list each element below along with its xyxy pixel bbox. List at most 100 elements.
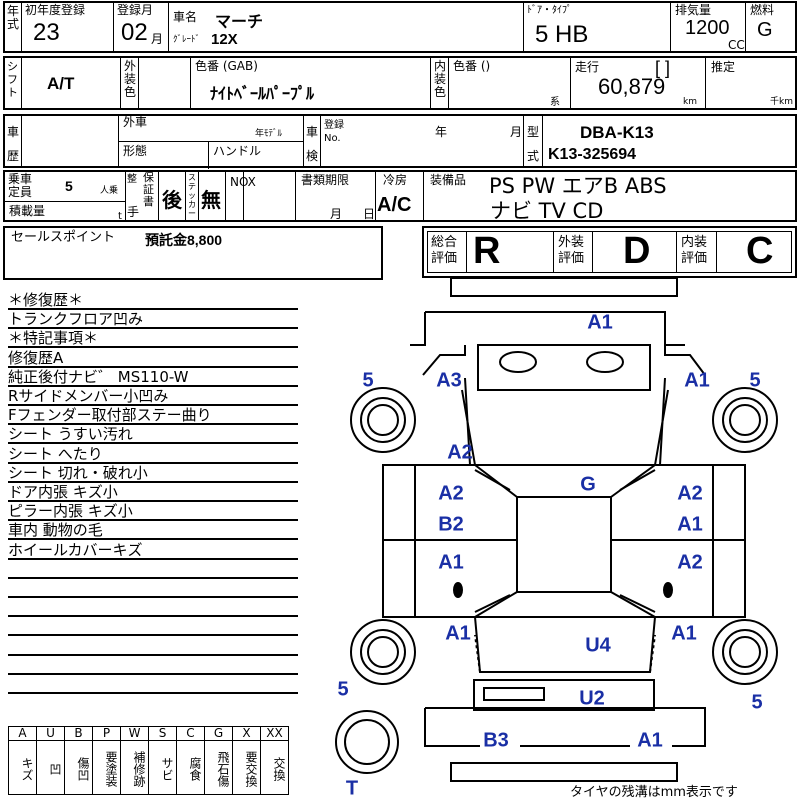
ac-value: A/C [377,194,412,216]
note-line: 車内 動物の毛 [8,521,298,541]
tire-front-left [350,387,416,453]
note-line [8,617,298,637]
exterior-rating: D [623,230,651,272]
import-label: 外車 [123,115,148,129]
row-color-mileage: シフト A/T 外装色 色番 (GAB) ﾅｲﾄﾍﾞｰﾙﾊﾟｰﾌﾟﾙ 内装色 色… [3,56,797,110]
damage-mark: 5 [362,369,374,392]
damage-mark: 5 [749,369,761,392]
displacement: 1200 [685,17,730,39]
chassis-number: K13-325694 [548,146,637,163]
damage-mark: A1 [677,513,703,536]
handle-label: ハンドル [213,144,262,158]
first-reg-value: 23 [33,19,60,46]
warranty-label-c: 手 [127,205,140,219]
note-line: シート うすい汚れ [8,425,298,445]
note-line [8,675,298,694]
docs-label: 書類期限 [301,173,350,187]
form-label: 形態 [123,144,148,158]
docs-day: 日 [363,207,376,221]
damage-mark: T [345,777,359,800]
ac-label: 冷房 [383,173,408,187]
car-name-label: 車名 [173,10,198,24]
int-code-label: 色番 () [453,59,491,73]
damage-mark: A2 [438,482,464,505]
model-year-label: 年ﾓﾃﾞﾙ [255,129,283,139]
equipment-label: 装備品 [430,173,467,187]
interior-rating-label: 内装評価 [681,235,708,266]
month-unit: 月 [510,125,523,139]
damage-mark: B3 [483,729,509,752]
sticker-value: 無 [201,190,221,212]
hood [477,344,651,391]
note-line [8,560,298,579]
capacity: 5 [65,178,73,194]
sticker-label: ステッカー [188,173,196,218]
ton-unit: t [118,211,122,222]
docs-month: 月 [330,207,343,221]
damage-mark: A1 [438,551,464,574]
model-code: DBA-K13 [580,123,654,142]
damage-mark: U4 [585,634,611,657]
row-history-model: 車歴 外車 年ﾓﾃﾞﾙ 形態 ハンドル 車検 登録 No. 年 月 型式 DBA… [3,114,797,169]
row-basic-info: 年式 初年度登録 23 登録月 02 月 車名 マーチ ｸﾞﾚｰﾄﾞ 12X ﾄ… [3,1,797,53]
ext-color-label: 外装色 [124,59,137,99]
equipment-line-2: ナビ TV CD [490,199,604,223]
damage-mark: A1 [637,729,663,752]
warranty-label-b: 整 [127,174,137,185]
legend-meaning: 交換 [260,740,289,795]
cc-unit: CC [728,38,745,52]
door-type-label: ﾄﾞｱ・ﾀｲﾌﾟ [527,5,572,16]
month-unit: 月 [151,32,164,46]
shift: A/T [47,74,75,93]
legend-meaning: 傷凹 [64,740,93,795]
note-line: Rサイドメンバー小凹み [8,387,298,406]
rear-window [473,679,655,711]
legend-meaning: 飛石傷 [204,740,233,795]
legend-meaning: サビ [148,740,177,795]
note-line [8,637,298,656]
estimate-label: 推定 [711,60,736,74]
history-label: 車歴 [7,125,20,163]
damage-mark: A2 [447,441,473,464]
legend-meaning: 凹 [36,740,65,795]
legend-code: XX [260,726,289,741]
warranty-value: 後 [162,190,182,212]
note-line [8,598,298,618]
note-line: ピラー内張 キズ小 [8,502,298,522]
overall-rating: R [473,230,501,272]
shift-label: シフト [7,60,18,99]
note-line: ＊修復歴＊ [8,291,298,310]
mileage-label: 走行 [575,60,600,74]
tire-tread-note: タイヤの残溝はmm表示です [570,785,738,800]
note-line: 修復歴A [8,349,298,368]
reg-month-value: 02 [121,19,148,46]
grade-label: ｸﾞﾚｰﾄﾞ [173,35,201,45]
inspection-label: 車検 [306,125,319,163]
sales-point-box: セールスポイント 預託金8,800 [3,226,383,280]
model-label: 型式 [527,125,540,163]
int-color-label: 内装色 [434,59,447,99]
color-code-label: 色番 (GAB) [195,59,258,73]
reg-month-label: 登録月 [117,3,154,17]
tire-front-right [712,387,778,453]
reg-no-label: 登録 No. [324,120,344,144]
damage-mark: G [580,473,596,496]
first-reg-label: 初年度登録 [25,3,86,17]
note-line: ホイールカバーキズ [8,541,298,560]
damage-mark: A1 [587,311,613,334]
note-line: Fフェンダー取付部ステー曲り [8,406,298,426]
legend-meaning: 腐食 [176,740,205,795]
fuel-label: 燃料 [750,3,775,17]
front-bumper [410,311,685,346]
damage-mark: 5 [337,678,349,701]
note-line: 純正後付ナビ゛ MS110-W [8,368,298,387]
load-label: 積載量 [9,204,46,218]
km-unit: km [683,97,697,107]
door-type: 5 HB [535,21,589,48]
fuel: G [757,19,773,41]
damage-mark: A1 [445,622,471,645]
tire-rear-right [712,619,778,685]
equipment-line-1: PS PW エアB ABS [489,174,667,198]
note-line: ＊特記事項＊ [8,329,298,349]
